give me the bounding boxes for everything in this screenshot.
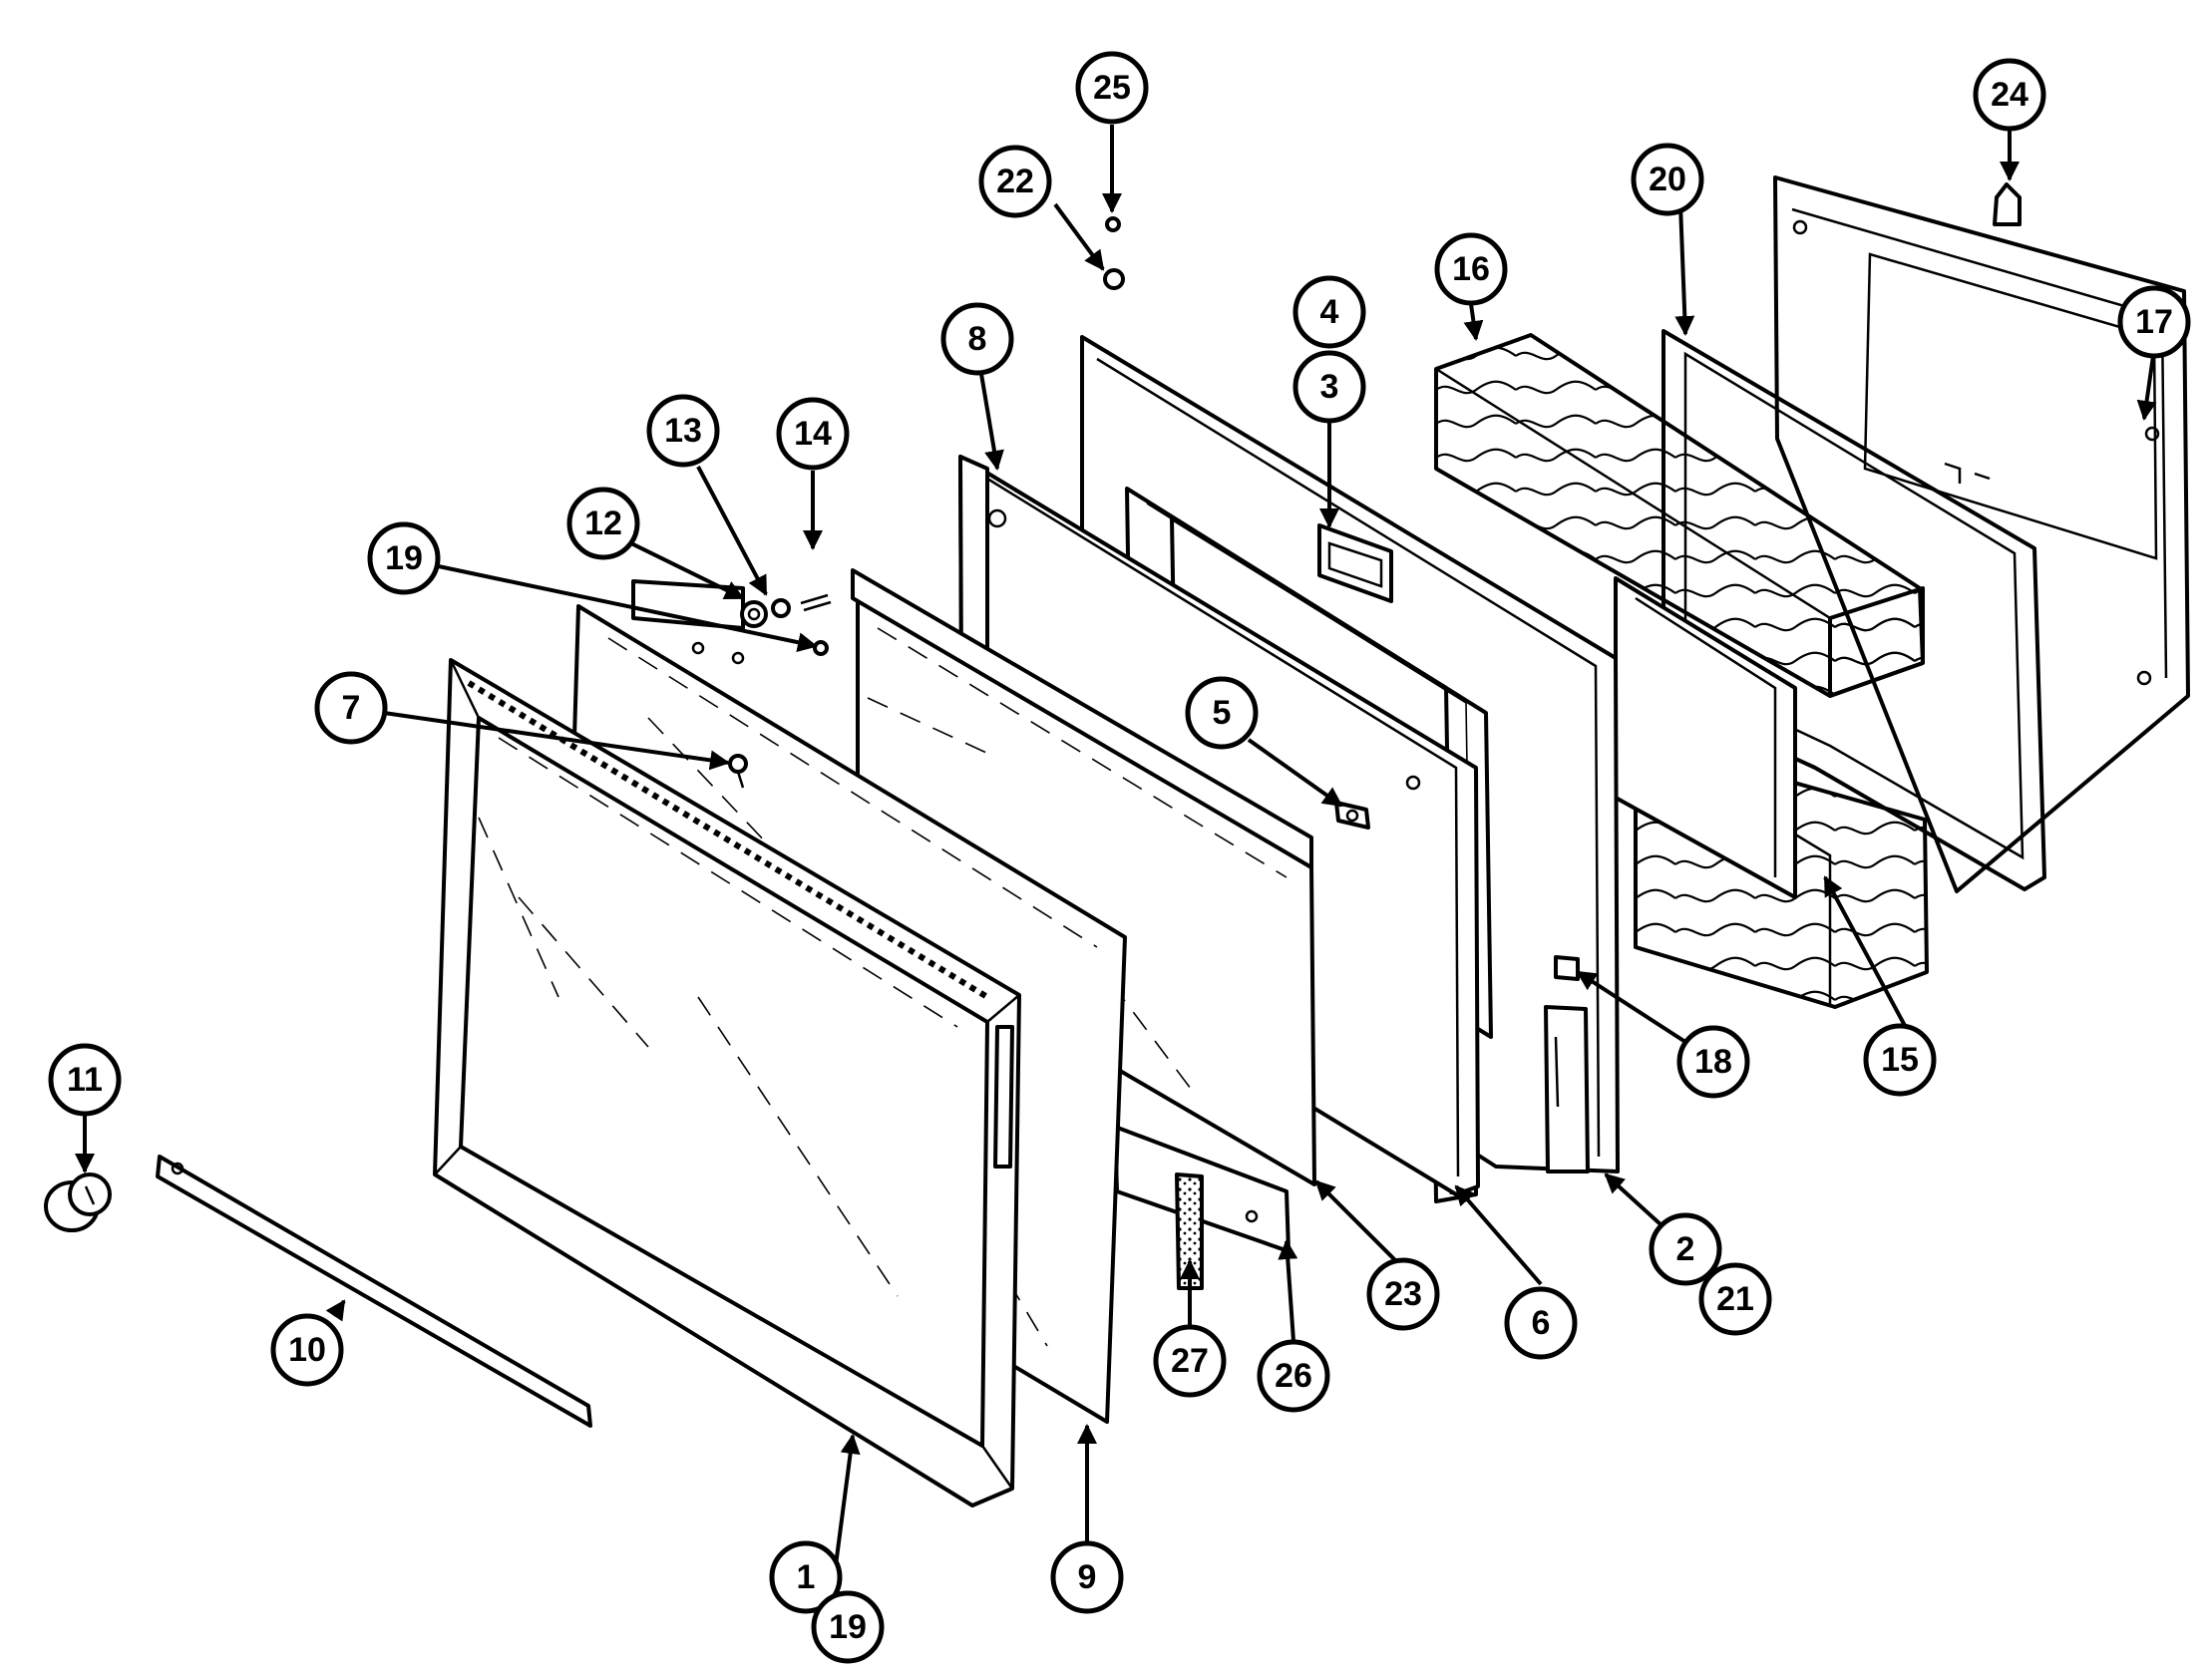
svg-text:21: 21	[1716, 1280, 1754, 1318]
callout-27: 27	[1153, 1324, 1227, 1398]
hinge-bracket	[1317, 523, 1393, 603]
hardware-parts	[728, 182, 2022, 789]
callout-20: 20	[1631, 143, 1704, 216]
callout-21: 21	[1698, 1262, 1772, 1336]
callout-2: 2	[1649, 1212, 1722, 1286]
svg-text:13: 13	[664, 412, 702, 450]
callout-13: 13	[646, 394, 720, 468]
svg-text:6: 6	[1532, 1304, 1551, 1342]
callout-10: 10	[270, 1313, 344, 1387]
svg-text:25: 25	[1093, 69, 1131, 107]
svg-text:11: 11	[67, 1061, 103, 1099]
callout-1: 1	[769, 1540, 843, 1614]
insulation-lower	[1614, 576, 1929, 1009]
callout-3: 3	[1292, 350, 1366, 424]
latch-clip	[1544, 955, 1590, 1173]
callout-17: 17	[2117, 285, 2191, 359]
svg-text:1: 1	[797, 1558, 816, 1596]
svg-text:12: 12	[584, 504, 622, 542]
svg-text:3: 3	[1320, 368, 1339, 406]
leader-lines	[75, 125, 2157, 1566]
svg-text:4: 4	[1320, 293, 1339, 331]
svg-text:17: 17	[2135, 303, 2173, 341]
svg-text:26: 26	[1275, 1357, 1312, 1395]
callout-7: 7	[314, 671, 388, 745]
callout-12: 12	[566, 487, 640, 560]
svg-text:7: 7	[342, 689, 361, 727]
callout-19b: 19	[811, 1590, 885, 1664]
svg-text:2: 2	[1676, 1230, 1695, 1268]
small-bracket	[1334, 801, 1370, 830]
svg-text:27: 27	[1171, 1342, 1209, 1380]
svg-text:8: 8	[968, 320, 987, 358]
svg-text:10: 10	[288, 1331, 326, 1369]
svg-text:19: 19	[829, 1608, 867, 1646]
svg-text:19: 19	[385, 539, 423, 577]
callout-14: 14	[776, 397, 850, 471]
svg-text:15: 15	[1881, 1041, 1919, 1079]
svg-text:22: 22	[996, 163, 1034, 200]
callout-11: 11	[48, 1043, 122, 1117]
callout-8: 8	[940, 302, 1014, 376]
outer-door-frame	[433, 658, 1021, 1507]
callout-16: 16	[1434, 232, 1508, 306]
svg-text:23: 23	[1384, 1275, 1422, 1313]
callout-26: 26	[1257, 1339, 1330, 1413]
callout-19a: 19	[367, 521, 441, 595]
svg-text:5: 5	[1213, 694, 1232, 732]
trim-strip	[156, 1155, 592, 1428]
door-knob	[44, 1172, 112, 1232]
svg-text:9: 9	[1078, 1558, 1097, 1596]
svg-text:16: 16	[1452, 250, 1490, 288]
callout-25: 25	[1075, 51, 1149, 125]
callout-6: 6	[1504, 1286, 1578, 1360]
callout-24: 24	[1973, 58, 2046, 132]
callout-9: 9	[1050, 1540, 1124, 1614]
callout-15: 15	[1863, 1023, 1937, 1097]
svg-text:20: 20	[1649, 161, 1686, 198]
callout-4: 4	[1292, 275, 1366, 349]
callout-18: 18	[1676, 1025, 1750, 1099]
svg-text:14: 14	[794, 415, 832, 453]
svg-text:24: 24	[1991, 76, 2028, 114]
callout-23: 23	[1366, 1257, 1440, 1331]
svg-text:18: 18	[1694, 1043, 1732, 1081]
callout-5: 5	[1185, 676, 1259, 750]
insulation-upper	[1434, 333, 1925, 698]
callout-22: 22	[978, 145, 1052, 218]
